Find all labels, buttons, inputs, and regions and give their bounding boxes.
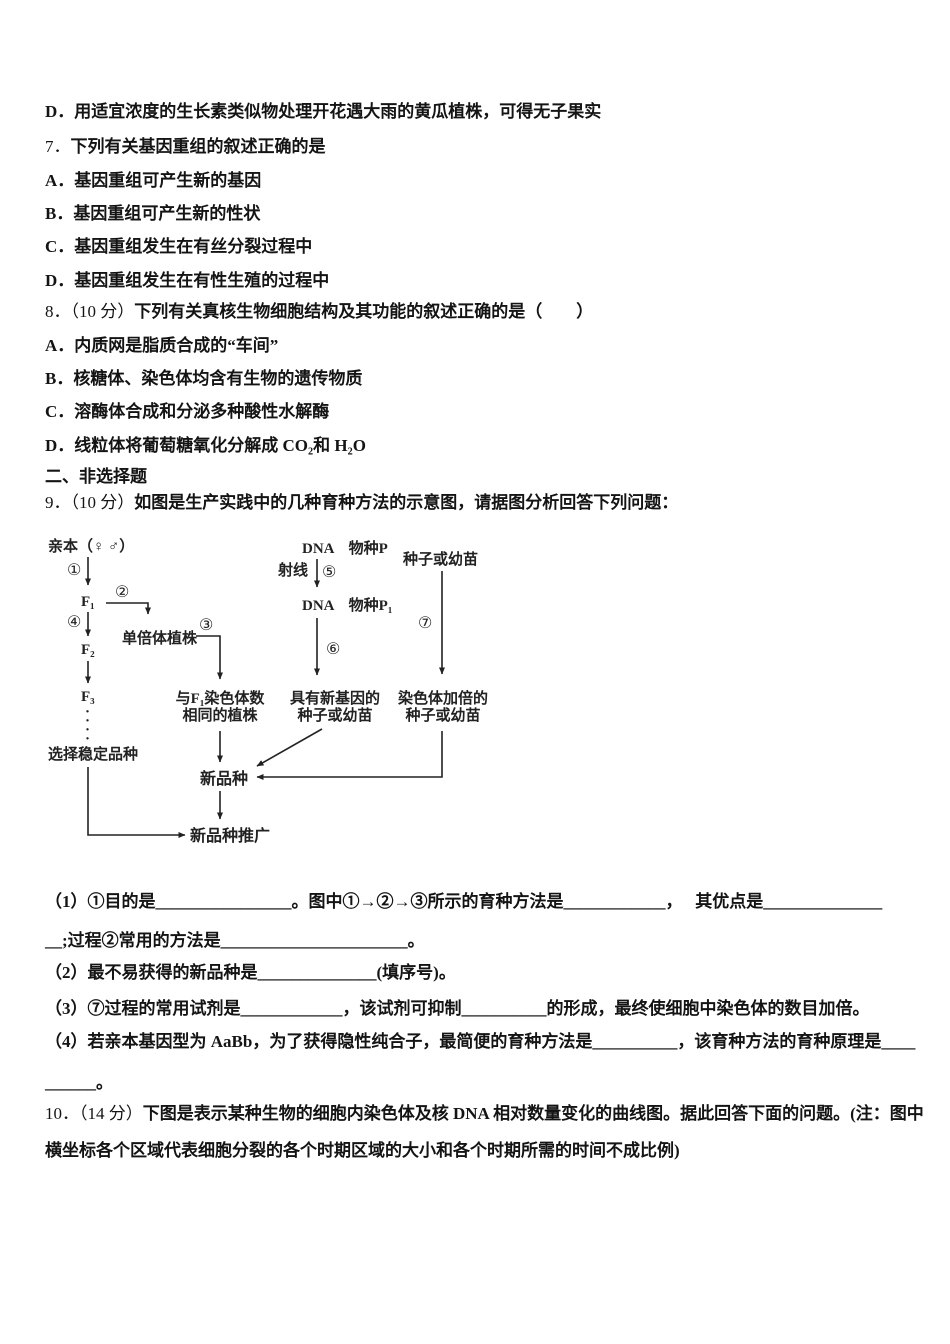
arrow-newgene-newvariety xyxy=(256,728,323,767)
diagram-step2-circle: ② xyxy=(115,584,130,601)
q6-option-d: D．用适宜浓度的生长素类似物处理开花遇大雨的黄瓜植株，可得无子果实 xyxy=(45,102,602,121)
q9-sub3: （3）⑦过程的常用试剂是____________，该试剂可抑制_________… xyxy=(45,999,870,1018)
breeding-methods-diagram: 亲本（♀ ♂） ① F₁ ② ④ F₂ 单倍体植株 ③ F₃ · · · · 选… xyxy=(30,533,510,855)
diagram-step1-circle: ① xyxy=(67,562,82,579)
q7-option-c: C．基因重组发生在有丝分裂过程中 xyxy=(45,237,313,256)
diagram-same-chromosome-plant-label: 与F₁染色体数 相同的植株 xyxy=(175,691,265,724)
diagram-f1-label: F₁ xyxy=(81,594,95,610)
diagram-chromosome-doubled-seedling-label: 染色体加倍的 种子或幼苗 xyxy=(397,691,488,724)
q9-sub1-line2: __;过程②常用的方法是______________________。 xyxy=(45,931,425,950)
diagram-parents-label: 亲本（♀ ♂） xyxy=(48,539,135,555)
q10-stem-text: 下图是表示某种生物的细胞内染色体及核 DNA 相对数量变化的曲线图。据此回答下面… xyxy=(142,1104,924,1123)
diagram-step4-circle: ④ xyxy=(67,614,82,631)
q8-option-d: D．线粒体将葡萄糖氧化分解成 CO₂和 H₂O xyxy=(45,436,366,455)
q8-option-a: A．内质网是脂质合成的“车间” xyxy=(45,336,279,355)
arrow-select-promotion xyxy=(87,767,186,838)
q7-stem-line: 7．下列有关基因重组的叙述正确的是 xyxy=(45,136,326,158)
q9-sub2: （2）最不易获得的新品种是______________(填序号)。 xyxy=(45,963,456,982)
diagram-f2-label: F₂ xyxy=(81,642,95,658)
q7-option-d: D．基因重组发生在有性生殖的过程中 xyxy=(45,271,330,290)
q7-option-a: A．基因重组可产生新的基因 xyxy=(45,171,262,190)
arrow-doubled-newvariety xyxy=(256,731,443,780)
q8-stem-line: 8．（10 分）下列有关真核生物细胞结构及其功能的叙述正确的是（ ） xyxy=(45,301,593,323)
diagram-step3-circle: ③ xyxy=(199,617,214,634)
breeding-diagram-arrows xyxy=(85,557,445,838)
diagram-ray-label: 射线 xyxy=(278,563,309,579)
q10-number: 10．（14 分） xyxy=(45,1104,143,1123)
diagram-haploid-plant-label: 单倍体植株 xyxy=(122,631,198,647)
q7-number: 7． xyxy=(45,137,71,156)
diagram-new-variety-label: 新品种 xyxy=(200,771,249,788)
q9-sub4-line1: （4）若亲本基因型为 AaBb，为了获得隐性纯合子，最简便的育种方法是_____… xyxy=(45,1032,916,1051)
q8-option-c: C．溶酶体合成和分泌多种酸性水解酶 xyxy=(45,402,330,421)
q7-stem-text: 下列有关基因重组的叙述正确的是 xyxy=(70,137,326,156)
diagram-seed-or-seedling-label: 种子或幼苗 xyxy=(403,552,479,568)
diagram-step5-circle: ⑤ xyxy=(322,564,337,581)
q9-sub4-line2: ______。 xyxy=(45,1073,113,1092)
q9-sub1-line1: （1）①目的是________________。图中①→②→③所示的育种方法是_… xyxy=(45,892,883,911)
arrow-step3 xyxy=(196,635,223,680)
diagram-f3-label: F₃ xyxy=(81,689,95,705)
section-2-title: 二、非选择题 xyxy=(45,467,147,486)
diagram-step7-circle: ⑦ xyxy=(418,615,433,632)
diagram-new-gene-seedling-label: 具有新基因的 种子或幼苗 xyxy=(289,691,380,724)
q9-number: 9．（10 分） xyxy=(45,493,135,512)
q10-stem-line2: 横坐标各个区域代表细胞分裂的各个时期区域的大小和各个时期所需的时间不成比例) xyxy=(45,1141,680,1160)
diagram-select-stable-label: 选择稳定品种 xyxy=(48,747,139,763)
diagram-new-variety-promotion-label: 新品种推广 xyxy=(190,828,271,845)
arrow-step2 xyxy=(106,602,151,615)
q9-stem-text: 如图是生产实践中的几种育种方法的示意图，请据图分析回答下列问题： xyxy=(134,493,679,512)
q10-stem-line1: 10．（14 分）下图是表示某种生物的细胞内染色体及核 DNA 相对数量变化的曲… xyxy=(45,1103,924,1125)
q8-number: 8．（10 分） xyxy=(45,302,135,321)
q8-option-b: B．核糖体、染色体均含有生物的遗传物质 xyxy=(45,369,363,388)
q8-stem-text: 下列有关真核生物细胞结构及其功能的叙述正确的是（ ） xyxy=(134,302,594,321)
diagram-dna-species-p-label: DNA 物种P xyxy=(302,541,388,557)
diagram-ellipsis-dots: · · · · xyxy=(85,704,91,747)
diagram-dna-species-p1-label: DNA 物种P₁ xyxy=(302,598,393,614)
diagram-step6-circle: ⑥ xyxy=(326,641,341,658)
q9-stem-line: 9．（10 分）如图是生产实践中的几种育种方法的示意图，请据图分析回答下列问题： xyxy=(45,492,678,514)
q7-option-b: B．基因重组可产生新的性状 xyxy=(45,204,261,223)
